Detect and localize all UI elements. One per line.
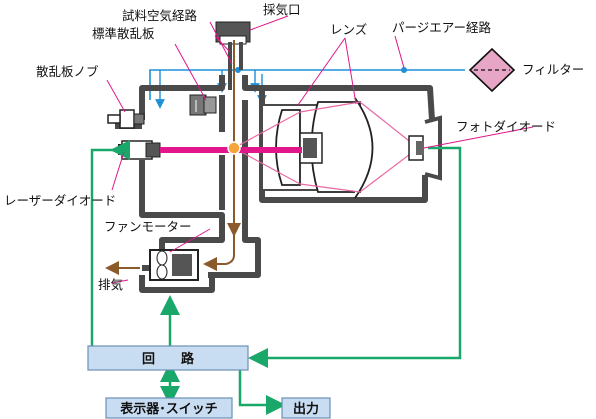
sample-air-path (105, 40, 241, 275)
display-switch-label: 表示器･スイッチ (119, 401, 218, 417)
scatter-plate-knob-label: 散乱板ノブ (36, 64, 99, 79)
lens-label: レンズ (330, 22, 367, 37)
output-label: 出力 (293, 401, 319, 417)
filter-label: フィルター (522, 62, 584, 77)
display-switch-box: 表示器･スイッチ (105, 397, 233, 419)
photodiode-label: フォトダイオード (456, 119, 556, 134)
laser-diode-icon (118, 140, 161, 160)
standard-scatter-plate-icon (189, 94, 217, 116)
purge-air-path-label: パージエアー経路 (392, 20, 492, 35)
signal-lines (90, 140, 462, 415)
standard-scatter-plate-label: 標準散乱板 (92, 26, 155, 41)
sensor-housing (115, 75, 435, 293)
laser-diode-label: レーザーダイオード (4, 193, 116, 208)
filter-icon (468, 47, 516, 93)
fan-motor-label: ファンモーター (104, 219, 192, 234)
exhaust-label: 排気 (98, 277, 123, 292)
leader-lines (106, 15, 534, 284)
laser-beam (160, 141, 302, 155)
circuit-label: 回 路 (142, 351, 195, 367)
fan-motor-icon (149, 249, 199, 281)
sample-air-path-label: 試料空気経路 (122, 8, 198, 23)
scatter-plate-knob-icon (107, 109, 145, 129)
intake-label: 採気口 (263, 2, 301, 17)
circuit-box: 回 路 (87, 345, 249, 371)
output-box: 出力 (281, 397, 331, 419)
